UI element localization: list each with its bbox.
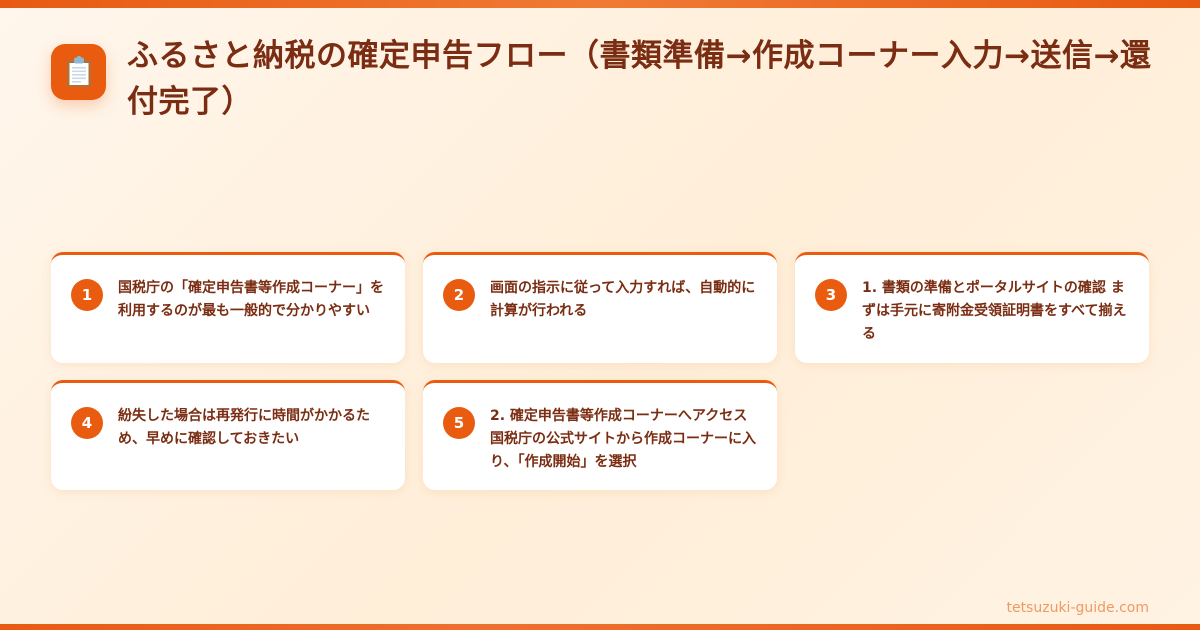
step-text: 紛失した場合は再発行に時間がかかるため、早めに確認しておきたい xyxy=(118,408,370,447)
clipboard-icon xyxy=(51,44,106,100)
step-number-badge: 1 xyxy=(71,279,103,311)
step-card-4: 4 紛失した場合は再発行に時間がかかるため、早めに確認しておきたい xyxy=(51,380,405,490)
step-card-3: 3 1. 書類の準備とポータルサイトの確認 まずは手元に寄附金受領証明書をすべて… xyxy=(795,252,1149,363)
top-accent-bar xyxy=(0,0,1200,8)
header: ふるさと納税の確定申告フロー（書類準備→作成コーナー入力→送信→還付完了） xyxy=(51,33,1160,125)
step-text: 画面の指示に従って入力すれば、自動的に計算が行われる xyxy=(490,280,756,319)
step-text: 2. 確定申告書等作成コーナーへアクセス 国税庁の公式サイトから作成コーナーに入… xyxy=(490,408,756,470)
step-number-badge: 5 xyxy=(443,407,475,439)
step-card-5: 5 2. 確定申告書等作成コーナーへアクセス 国税庁の公式サイトから作成コーナー… xyxy=(423,380,777,490)
step-number-badge: 2 xyxy=(443,279,475,311)
step-text: 1. 書類の準備とポータルサイトの確認 まずは手元に寄附金受領証明書をすべて揃え… xyxy=(862,280,1127,342)
step-card-1: 1 国税庁の「確定申告書等作成コーナー」を利用するのが最も一般的で分かりやすい xyxy=(51,252,405,363)
step-number-badge: 3 xyxy=(815,279,847,311)
page-title: ふるさと納税の確定申告フロー（書類準備→作成コーナー入力→送信→還付完了） xyxy=(127,38,1152,120)
step-number-badge: 4 xyxy=(71,407,103,439)
step-text: 国税庁の「確定申告書等作成コーナー」を利用するのが最も一般的で分かりやすい xyxy=(118,280,384,319)
bottom-accent-bar xyxy=(0,624,1200,630)
site-url: tetsuzuki-guide.com xyxy=(1006,600,1149,616)
steps-grid: 1 国税庁の「確定申告書等作成コーナー」を利用するのが最も一般的で分かりやすい … xyxy=(51,252,1149,490)
step-card-2: 2 画面の指示に従って入力すれば、自動的に計算が行われる xyxy=(423,252,777,363)
